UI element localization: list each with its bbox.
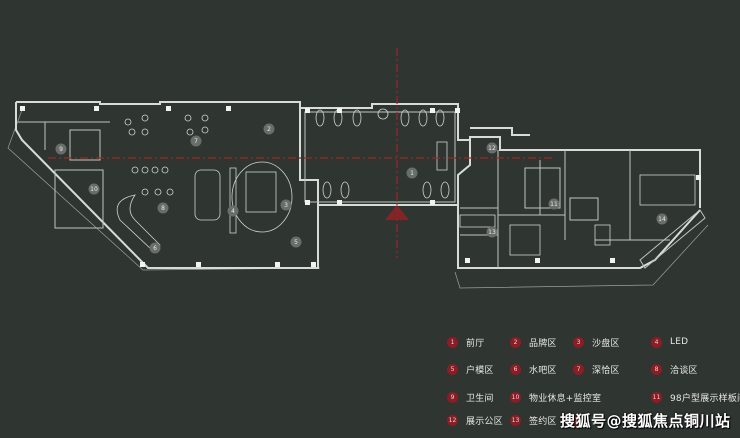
- svg-text:2: 2: [267, 126, 271, 133]
- furniture: [116, 108, 696, 256]
- legend-badge: 11: [651, 391, 662, 403]
- office-desks: [459, 174, 696, 256]
- svg-text:4: 4: [231, 208, 235, 215]
- legend-badge: 8: [651, 363, 662, 375]
- legend-item-14: 14 区: [573, 413, 601, 427]
- zone-marker-4: 4: [227, 205, 239, 217]
- svg-text:9: 9: [59, 146, 63, 153]
- legend-badge: 14: [573, 414, 584, 426]
- legend-badge: 13: [510, 414, 521, 426]
- svg-text:14: 14: [658, 216, 666, 223]
- svg-text:10: 10: [90, 186, 98, 193]
- legend-label: 98户型展示样板间: [670, 393, 740, 404]
- watermark: 搜狐号@搜狐焦点铜川站: [560, 412, 731, 430]
- zone-marker-3: 3: [280, 199, 292, 211]
- svg-text:12: 12: [488, 145, 496, 152]
- legend-label: 沙盘区: [592, 338, 620, 349]
- columns: [20, 106, 701, 267]
- svg-text:11: 11: [550, 201, 558, 208]
- legend-item-1: 1 前厅: [447, 335, 484, 349]
- legend-badge: 9: [447, 391, 458, 403]
- svg-text:3: 3: [284, 202, 288, 209]
- svg-text:8: 8: [161, 205, 165, 212]
- legend-item-12: 12 展示公区: [447, 413, 503, 427]
- zone-marker-12: 12: [486, 142, 498, 154]
- zone-marker-5: 5: [290, 236, 302, 248]
- legend-badge: 4: [651, 336, 662, 348]
- legend-badge: 12: [447, 414, 458, 426]
- legend: 1 前厅 2 品牌区 3 沙盘区 4 LED 5 户模区 6 水吧区 7 深恰区 8 洽谈区 9 卫生间 10 物业休…: [440, 330, 740, 438]
- legend-label: 品牌区: [529, 338, 557, 349]
- legend-item-10: 10 物业休息+监控室: [510, 390, 601, 404]
- legend-label: 水吧区: [529, 365, 557, 376]
- legend-label: 展示公区: [466, 416, 503, 427]
- svg-text:13: 13: [488, 229, 496, 236]
- zone-marker-7: 7: [190, 135, 202, 147]
- legend-badge: 1: [447, 336, 458, 348]
- walls: [15, 101, 701, 269]
- legend-item-6: 6 水吧区: [510, 362, 557, 376]
- legend-item-11: 11 98户型展示样板间: [651, 390, 740, 404]
- zone-marker-8: 8: [157, 202, 169, 214]
- legend-item-7: 7 深恰区: [573, 362, 620, 376]
- svg-text:7: 7: [194, 138, 198, 145]
- zone-marker-10: 10: [88, 183, 100, 195]
- svg-text:5: 5: [294, 239, 298, 246]
- legend-label: 物业休息+监控室: [529, 393, 602, 404]
- legend-label: 洽谈区: [670, 365, 698, 376]
- legend-label: 前厅: [466, 338, 485, 349]
- legend-label: 深恰区: [592, 365, 620, 376]
- zone-marker-14: 14: [656, 213, 668, 225]
- zone-marker-11: 11: [548, 198, 560, 210]
- svg-text:6: 6: [153, 245, 157, 252]
- legend-badge: 5: [447, 363, 458, 375]
- legend-badge: 7: [573, 363, 584, 375]
- legend-item-4: 4 LED: [651, 335, 688, 349]
- entrance-marker: [385, 205, 409, 220]
- legend-item-2: 2 品牌区: [510, 335, 557, 349]
- legend-item-3: 3 沙盘区: [573, 335, 620, 349]
- site-outline: [7, 109, 709, 289]
- legend-item-13: 13 签约区: [510, 413, 557, 427]
- legend-item-8: 8 洽谈区: [651, 362, 698, 376]
- legend-label: 户模区: [466, 365, 494, 376]
- legend-label: 签约区: [529, 416, 557, 427]
- axis-lines: [48, 48, 555, 258]
- seating-group: [124, 114, 209, 196]
- zone-marker-9: 9: [55, 143, 67, 155]
- legend-label: 区: [592, 416, 602, 427]
- legend-label: 卫生间: [466, 393, 494, 404]
- legend-item-9: 9 卫生间: [447, 390, 494, 404]
- legend-badge: 2: [510, 336, 521, 348]
- zone-marker-1: 1: [406, 167, 418, 179]
- legend-badge: 10: [510, 391, 521, 403]
- zone-marker-6: 6: [149, 242, 161, 254]
- svg-text:1: 1: [410, 170, 414, 177]
- zone-marker-2: 2: [263, 123, 275, 135]
- legend-label: LED: [670, 337, 689, 347]
- legend-badge: 3: [573, 336, 584, 348]
- legend-badge: 6: [510, 363, 521, 375]
- legend-item-5: 5 户模区: [447, 362, 494, 376]
- zone-marker-13: 13: [486, 226, 498, 238]
- interior-walls: [18, 111, 706, 269]
